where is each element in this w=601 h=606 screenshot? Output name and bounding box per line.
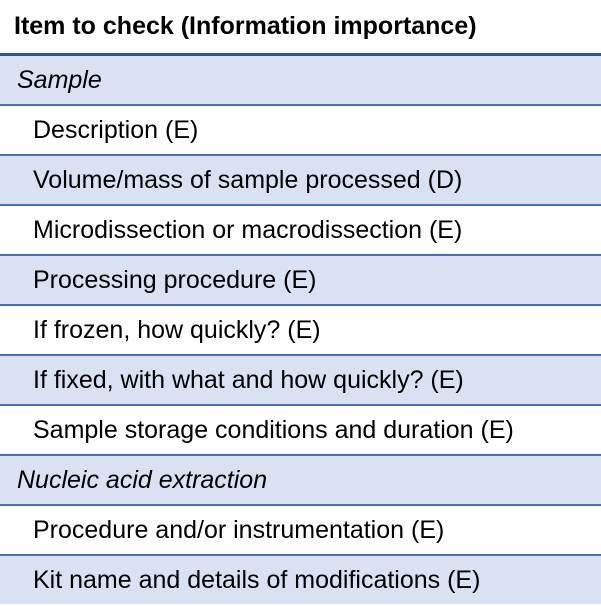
table-row: Microdissection or macrodissection (E) (0, 205, 601, 256)
table-row: Kit name and details of modifications (E… (0, 555, 601, 604)
table-row: Procedure and/or instrumentation (E) (0, 505, 601, 556)
table-row: Processing procedure (E) (0, 255, 601, 306)
item-cell: Description (E) (0, 105, 601, 156)
item-cell: Sample storage conditions and duration (… (0, 405, 601, 456)
item-cell: Microdissection or macrodissection (E) (0, 205, 601, 256)
item-cell: Kit name and details of modifications (E… (0, 555, 601, 604)
item-cell: Procedure and/or instrumentation (E) (0, 505, 601, 556)
table-header-cell: Item to check (Information importance) (0, 0, 601, 56)
item-cell: Processing procedure (E) (0, 255, 601, 306)
section-row-sample: Sample (0, 54, 601, 106)
item-cell: If fixed, with what and how quickly? (E) (0, 355, 601, 406)
table-row: If frozen, how quickly? (E) (0, 305, 601, 356)
table-row: Sample storage conditions and duration (… (0, 405, 601, 456)
section-title: Nucleic acid extraction (0, 455, 601, 506)
table-row: Volume/mass of sample processed (D) (0, 155, 601, 206)
table-row: Description (E) (0, 105, 601, 156)
item-cell: If frozen, how quickly? (E) (0, 305, 601, 356)
item-cell: Volume/mass of sample processed (D) (0, 155, 601, 206)
section-title: Sample (0, 54, 601, 106)
section-row-nucleic-acid-extraction: Nucleic acid extraction (0, 455, 601, 506)
table-row: If fixed, with what and how quickly? (E) (0, 355, 601, 406)
table-header-row: Item to check (Information importance) (0, 0, 601, 56)
